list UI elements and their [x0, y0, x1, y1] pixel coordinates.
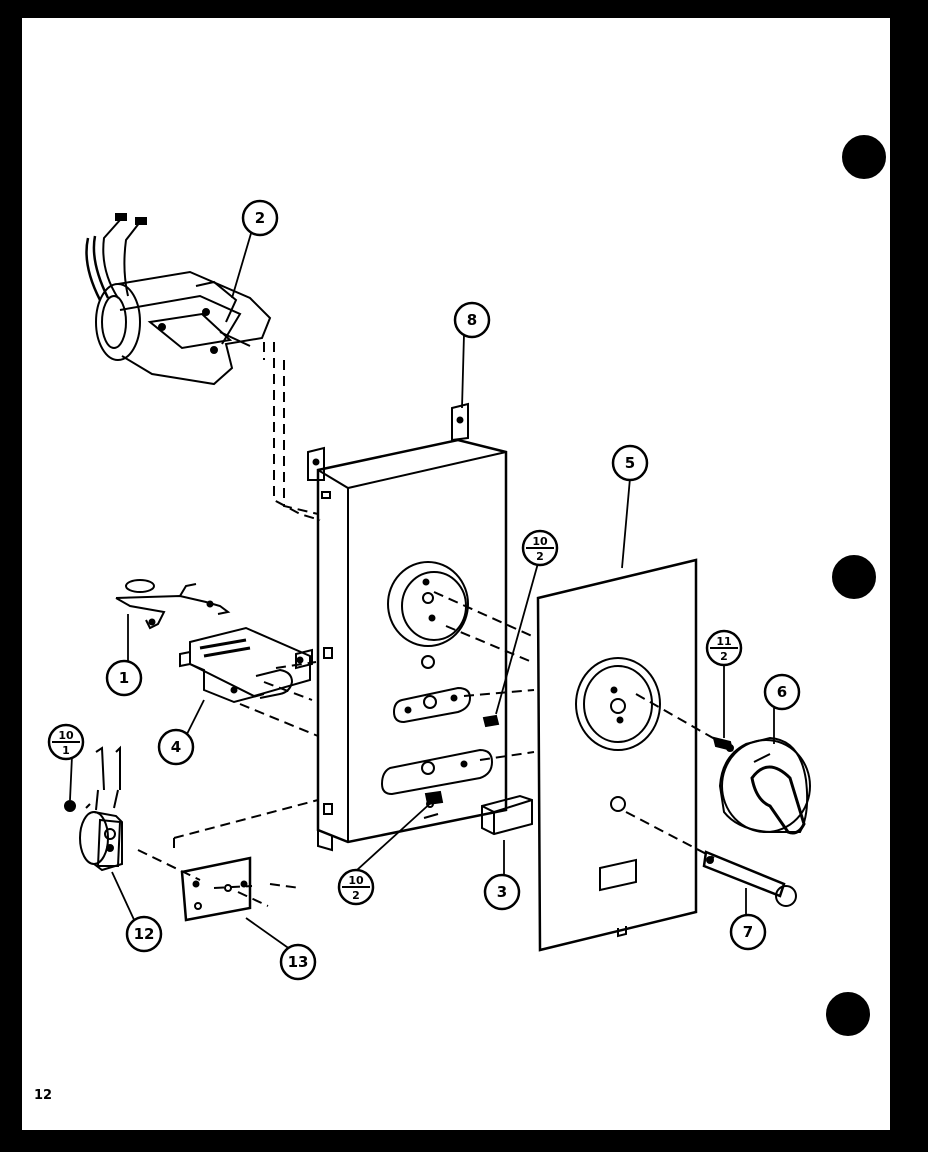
- callout-5-label: 5: [625, 454, 635, 472]
- switch-assembly-part: [179, 626, 313, 704]
- fraction-10-2-bottom-num: 10: [348, 874, 364, 887]
- fraction-10-2-bottom-den: 2: [352, 889, 360, 902]
- box-panel-dashed-lines: [433, 591, 721, 859]
- callout-12-circle: [125, 915, 163, 953]
- binder-hole-top: [842, 135, 886, 179]
- motor-dashed-leader: [263, 342, 321, 521]
- callout-6-label: 6: [777, 683, 787, 701]
- mounting-plate-part: [180, 856, 252, 922]
- switch-block-part: [481, 794, 533, 836]
- callout-4-label: 4: [171, 738, 181, 756]
- thermostat-screw-part: [64, 800, 76, 812]
- plate-dashed-lines: [137, 799, 319, 907]
- callout-2-circle: [241, 199, 279, 237]
- callout-1-circle: [105, 659, 143, 697]
- sensor-bracket-part: [115, 579, 231, 630]
- callout-5-circle: [611, 444, 649, 482]
- timer-motor-part: [85, 213, 272, 386]
- fraction-10-2-top-den: 2: [536, 550, 544, 563]
- page-number: 12: [34, 1088, 53, 1103]
- fraction-11-2-num: 11: [716, 635, 731, 648]
- callout-1-label: 1: [119, 669, 129, 687]
- callout-leaders: [69, 229, 775, 953]
- knob-part: [718, 736, 811, 835]
- knob-screw-part: [712, 736, 734, 752]
- callout-3-label: 3: [497, 883, 507, 901]
- fraction-10-1-den: 1: [62, 744, 70, 757]
- screw-part-upper: [482, 714, 500, 728]
- callout-8-circle: [453, 301, 491, 339]
- fraction-10-2-top-num: 10: [532, 535, 548, 548]
- callout-7-label: 7: [743, 923, 753, 941]
- fraction-11-2-den: 2: [720, 650, 728, 663]
- callout-3-circle: [483, 873, 521, 911]
- callout-7-circle: [729, 913, 767, 951]
- control-box-part: [307, 402, 508, 852]
- binder-hole-bottom: [826, 992, 870, 1036]
- binder-hole-middle: [832, 555, 876, 599]
- fraction-10-1-num: 10: [58, 729, 74, 742]
- callout-12-label: 12: [134, 925, 155, 943]
- front-panel-part: [536, 558, 698, 952]
- thermostat-part: [79, 745, 123, 872]
- callout-6-circle: [763, 673, 801, 711]
- callout-13-label: 13: [288, 953, 309, 971]
- callout-4-circle: [157, 728, 195, 766]
- switch-dashed-lines: [239, 661, 319, 737]
- screw-part-lower: [424, 790, 444, 808]
- callout-13-circle: [279, 943, 317, 981]
- push-rod-part: [702, 850, 797, 907]
- callout-8-label: 8: [467, 311, 477, 329]
- callout-2-label: 2: [255, 209, 265, 227]
